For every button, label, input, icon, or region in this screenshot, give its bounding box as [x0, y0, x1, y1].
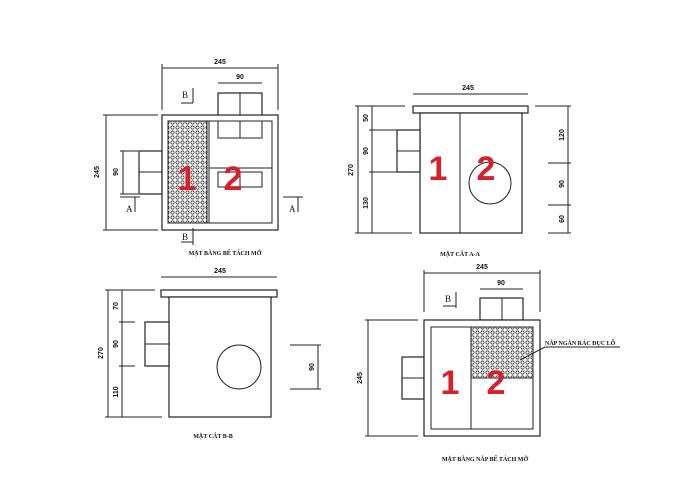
section-b-marker-top: B	[182, 90, 188, 100]
outlet-opening	[216, 344, 262, 390]
dim-label: 90	[113, 340, 120, 348]
zone-2-label: 2	[224, 160, 243, 198]
section-a-marker-right: A	[289, 204, 296, 214]
section-b-marker-bottom: B	[182, 232, 188, 242]
dim-width-label: 245	[462, 85, 474, 92]
dim-label: 50	[363, 114, 370, 122]
dim-inlet-label: 90	[113, 168, 120, 176]
plan-view: 245 90 245 90 1 2 A A B B	[94, 59, 303, 257]
zone-1-label: 1	[178, 160, 197, 198]
plan-view-title: MẶT BẰNG BỂ TÁCH MỠ	[189, 249, 262, 257]
dim-pipe-label: 90	[497, 280, 505, 287]
dim-width-label: 245	[214, 59, 226, 66]
dim-pipe-label: 90	[236, 74, 244, 81]
dim-width-label: 245	[476, 264, 488, 271]
section-bb-title: MẶT CẮT B-B	[193, 432, 232, 440]
dim-depth-label: 245	[357, 372, 364, 384]
section-b-marker: B	[445, 294, 451, 304]
dim-label: 130	[363, 197, 370, 209]
dim-depth-label: 245	[94, 166, 101, 178]
zone-2-label: 2	[477, 150, 496, 188]
zone-1-label: 1	[429, 150, 448, 188]
perforated-screen	[167, 120, 208, 224]
lid-plan-title: MẶT BẰNG NẮP BỂ TÁCH MỠ	[442, 455, 529, 463]
section-a-marker-left: A	[126, 204, 133, 214]
dim-label: 90	[363, 147, 370, 155]
dim-label: 90	[559, 180, 566, 188]
zone-2-label: 2	[487, 364, 506, 402]
dim-total-label: 270	[348, 164, 355, 176]
section-aa-view: 245 1 2 270 50 90 130 120 90 60 MẶT CẮT …	[348, 85, 571, 258]
lid-plan-view: 245 90 1 2 245 B NẮP NGĂN RÁC ĐỤC LỖ MẶT…	[357, 264, 620, 463]
outlet-opening	[468, 161, 512, 205]
lid	[412, 105, 529, 114]
dim-total-label: 270	[98, 347, 105, 359]
dim-label: 60	[559, 215, 566, 223]
lid	[160, 289, 278, 298]
dim-label: 110	[113, 386, 120, 397]
dim-label: 120	[559, 129, 566, 141]
perforated-lid-callout: NẮP NGĂN RÁC ĐỤC LỖ	[545, 339, 616, 347]
tank-body	[168, 296, 272, 418]
zone-1-label: 1	[441, 364, 460, 402]
section-aa-title: MẶT CẮT A-A	[440, 250, 480, 258]
dim-label: 70	[113, 302, 120, 310]
section-bb-view: 245 270 70 90 110 90 MẶT CẮT B-B	[98, 268, 321, 440]
dim-width-label: 245	[214, 268, 226, 275]
dim-opening-label: 90	[309, 363, 316, 371]
perforated-lid	[470, 326, 534, 379]
